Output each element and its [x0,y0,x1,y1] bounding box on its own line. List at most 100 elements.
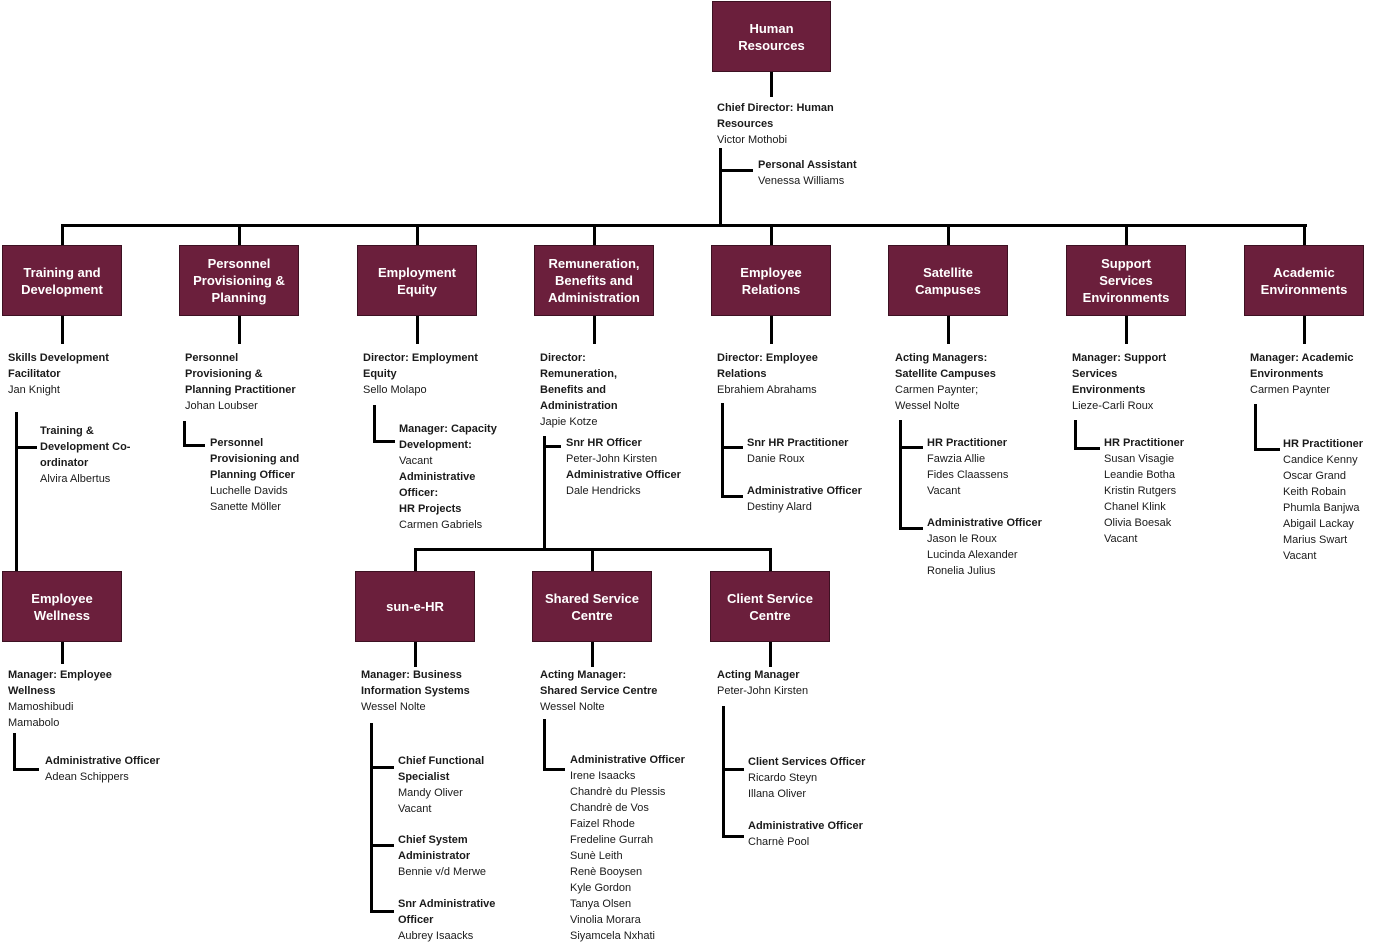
person-name-line: Faizel Rhode [570,818,635,830]
box-personnel-provisioning[interactable]: Personnel Provisioning & Planning [179,245,299,316]
person-name-line: Phumla Banjwa [1283,502,1360,514]
role-title-line: Manager: Business [361,669,462,681]
person-name-line: Mandy Oliver [398,787,463,799]
person-name-line: Mamoshibudi [8,701,74,713]
role-title-line: Services [1072,368,1118,380]
role-title-line: Equity [363,368,397,380]
box-client-service-centre[interactable]: Client Service Centre [710,571,830,642]
role-title-line: Client Services Officer [748,756,866,768]
box-employment-equity[interactable]: Employment Equity [357,245,477,316]
person-name-line: Candice Kenny [1283,454,1358,466]
role-title-line: Chief Functional [398,755,485,767]
person-name-line: Dale Hendricks [566,485,641,497]
box-shared-service-centre[interactable]: Shared Service Centre [532,571,652,642]
box-remuneration[interactable]: Remuneration, Benefits and Administratio… [534,245,654,316]
role-title-line: Manager: Academic [1250,352,1354,364]
person-name-line: Carmen Paynter [1250,384,1331,396]
person-name-line: Oscar Grand [1283,470,1346,482]
box-training-development[interactable]: Training and Development [2,245,122,316]
box-human-resources[interactable]: Human Resources [712,1,831,72]
role-title-line: Director: [540,352,586,364]
person-name-line: Wessel Nolte [540,701,605,713]
role-title-line: Skills Development [8,352,109,364]
role-title-line: Training & [40,425,94,437]
box-support-services[interactable]: Support Services Environments [1066,245,1186,316]
role-title-line: HR Practitioner [1283,438,1364,450]
role-title-line: Environments [1250,368,1324,380]
box-employee-wellness[interactable]: Employee Wellness [2,571,122,642]
role-title-line: Administrator [398,850,471,862]
person-name-line: Susan Visagie [1104,453,1175,465]
person-name-line: Danie Roux [747,453,805,465]
role-title-line: Administrative Officer [927,517,1042,529]
role-title-line: Officer: [399,487,439,499]
role-title-line: Development: [399,439,472,451]
box-academic-environments[interactable]: Academic Environments [1244,245,1364,316]
role-title-line: Chief Director: Human [717,102,834,114]
role-title-line: Administrative Officer [570,754,685,766]
person-name-line: Illana Oliver [748,788,807,800]
role-title-line: Satellite Campuses [895,368,996,380]
person-name-line: Lucinda Alexander [927,549,1018,561]
person-name-line: Ronelia Julius [927,565,996,577]
person-name-line: Chanel Klink [1104,501,1166,513]
person-name-line: Sunè Leith [570,850,623,862]
person-name-line: Olivia Boesak [1104,517,1172,529]
person-name-line: Peter-John Kirsten [717,685,809,697]
role-title-line: Administration [540,400,618,412]
person-name-line: Adean Schippers [45,771,129,783]
role-title-line: HR Practitioner [1104,437,1185,449]
role-title-line: Acting Manager: [540,669,627,681]
person-name-line: Carmen Gabriels [399,519,483,531]
person-name-line: Wessel Nolte [361,701,426,713]
person-name-line: Chandrè de Vos [570,802,649,814]
person-name-line: Vacant [1104,533,1138,545]
role-title-line: Manager: Support [1072,352,1167,364]
person-name-line: Vacant [399,455,433,467]
role-title-line: Manager: Employee [8,669,112,681]
role-title-line: Information Systems [361,685,470,697]
role-title-line: Development Co- [40,441,131,453]
person-name-line: Wessel Nolte [895,400,960,412]
role-title-line: HR Practitioner [927,437,1008,449]
box-satellite-campuses[interactable]: Satellite Campuses [888,245,1008,316]
person-name-line: Sanette Möller [210,501,281,513]
role-title-line: Shared Service Centre [540,685,658,697]
role-title-line: Benefits and [540,384,607,396]
role-title-line: Environments [1072,384,1146,396]
person-name-line: Renè Booysen [570,866,643,878]
role-title-line: Wellness [8,685,56,697]
person-name-line: Venessa Williams [758,175,845,187]
person-name-line: Vacant [1283,550,1317,562]
person-name-line: Jason le Roux [927,533,997,545]
person-name-line: Fredeline Gurrah [570,834,654,846]
role-title-line: Provisioning & [185,368,263,380]
role-title-line: Resources [717,118,774,130]
role-title-line: Snr HR Officer [566,437,642,449]
box-employee-relations[interactable]: Employee Relations [711,245,831,316]
box-sun-e-hr[interactable]: sun-e-HR [355,571,475,642]
person-name-line: Keith Robain [1283,486,1346,498]
